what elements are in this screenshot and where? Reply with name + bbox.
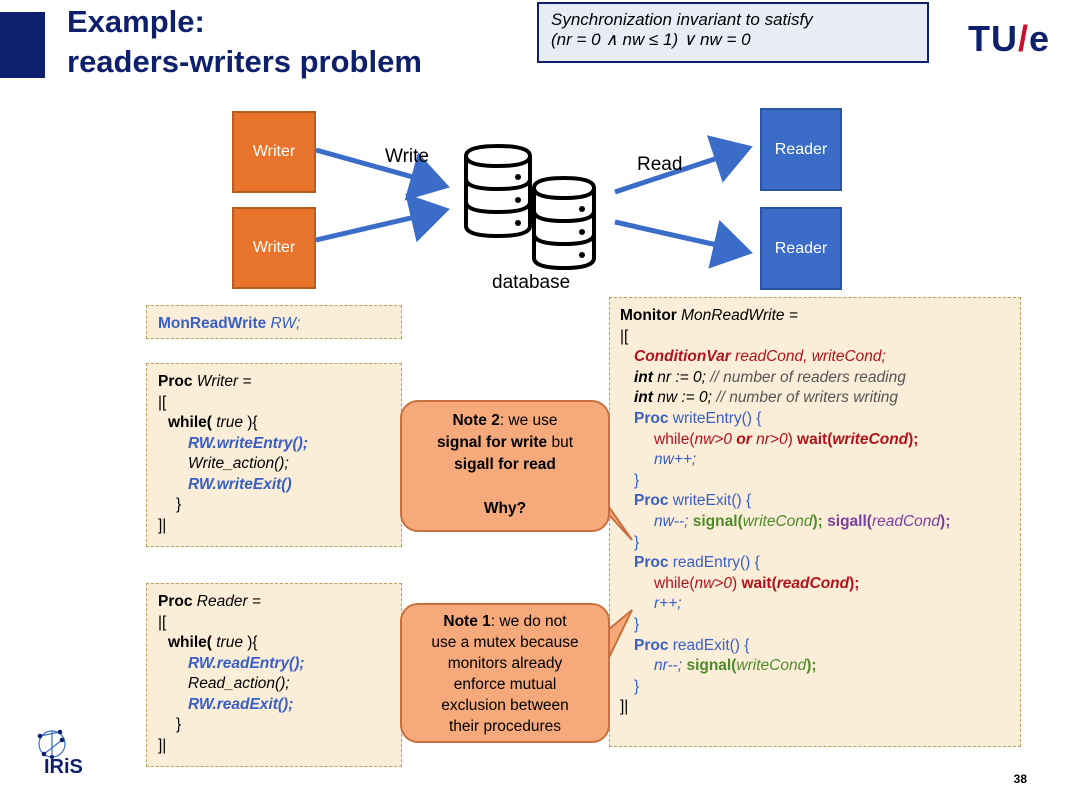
monitor-brace-1: }	[634, 471, 640, 489]
note-1-callout: Note 1: we do not use a mutex because mo…	[400, 603, 610, 743]
read-arrow-1	[614, 135, 753, 195]
writer-proc-header: Proc Writer =	[158, 373, 252, 390]
database-icon	[464, 143, 596, 271]
monitor-nw-inc: nw++;	[654, 451, 697, 469]
iris-network-icon	[37, 729, 66, 759]
read-label: Read	[637, 154, 683, 175]
writer-box-1: Writer	[232, 111, 316, 193]
monitor-read-entry: Proc readEntry() {	[634, 554, 760, 572]
writer-proc-note: Proc Writer = |[ while( true ){ RW.write…	[146, 363, 402, 547]
monitor-write-exit-body: nw--; signal(writeCond); sigall(readCond…	[654, 512, 951, 530]
monitor-int-nr: int nr := 0; // number of readers readin…	[634, 368, 906, 386]
monitor-write-entry: Proc writeEntry() {	[634, 409, 762, 427]
logo-slash: /	[1018, 18, 1030, 59]
monitor-close: ]|	[620, 698, 629, 716]
reader-label-2: Reader	[774, 239, 828, 257]
reader-open: |[	[158, 613, 167, 631]
logo-e: e	[1029, 18, 1051, 59]
database-label: database	[492, 272, 571, 293]
read-arrow-2	[614, 219, 753, 269]
sync-invariant-box: Synchronization invariant to satisfy (nr…	[537, 2, 929, 63]
writer-label-2: Writer	[252, 239, 296, 256]
writer-entry-call: RW.writeEntry();	[188, 434, 308, 452]
page-number: 38	[1013, 772, 1027, 786]
monitor-read-entry-while: while(nw>0) wait(readCond);	[654, 574, 860, 592]
note2-title: Note 2	[452, 412, 500, 429]
iris-logo: IRiS	[22, 722, 102, 782]
reader-proc-header: Proc Reader =	[158, 593, 261, 610]
monitor-note: Monitor MonReadWrite = |[ ConditionVar r…	[609, 297, 1021, 747]
reader-close: ]|	[158, 736, 167, 754]
monitor-brace-3: }	[634, 615, 640, 633]
tue-logo: TU/e	[968, 18, 1050, 60]
monitor-header: Monitor MonReadWrite =	[620, 307, 798, 324]
reader-proc-note: Proc Reader = |[ while( true ){ RW.readE…	[146, 583, 402, 767]
reader-box-1: Reader	[760, 108, 842, 191]
writer-box-2: Writer	[232, 207, 316, 289]
writer-close: ]|	[158, 516, 167, 534]
monitor-condvar: ConditionVar readCond, writeCond;	[634, 348, 886, 366]
writer-label-1: Writer	[252, 143, 296, 160]
reader-exit-call: RW.readExit();	[188, 695, 294, 713]
note2-sigall: sigall for read	[454, 456, 556, 473]
monitor-write-entry-while: while(nw>0 or nr>0) wait(writeCond);	[654, 430, 919, 448]
writer-open: |[	[158, 393, 167, 411]
iris-text: IRiS	[44, 756, 83, 778]
note2-why: Why?	[483, 500, 527, 517]
monitor-brace-2: }	[634, 533, 640, 551]
title-accent-block	[0, 12, 45, 78]
title-line-1: Example:	[67, 4, 205, 39]
write-label: Write	[385, 146, 429, 167]
reader-label-1: Reader	[774, 140, 828, 158]
reader-box-2: Reader	[760, 207, 842, 290]
writer-close-brace: }	[176, 496, 182, 513]
monitor-int-nw: int nw := 0; // number of writers writin…	[634, 389, 899, 407]
reader-while: while( true ){	[168, 634, 258, 651]
writer-action: Write_action();	[188, 455, 289, 472]
decl-type: MonReadWrite	[158, 315, 267, 332]
sync-line-1: Synchronization invariant to satisfy	[551, 10, 813, 29]
reader-entry-call: RW.readEntry();	[188, 654, 305, 672]
decl-var: RW;	[270, 315, 301, 332]
reader-action: Read_action();	[188, 675, 290, 692]
flow-arrows	[315, 135, 753, 269]
monitor-r-inc: r++;	[654, 595, 682, 613]
writer-while: while( true ){	[168, 414, 258, 431]
declaration-note: MonReadWrite RW;	[146, 305, 402, 339]
logo-tu: TU	[968, 18, 1018, 59]
note1-title: Note 1	[443, 613, 491, 630]
monitor-write-exit: Proc writeExit() {	[634, 492, 752, 510]
monitor-read-exit: Proc readExit() {	[634, 636, 750, 654]
reader-close-brace: }	[176, 716, 182, 733]
monitor-read-exit-body: nr--; signal(writeCond);	[654, 657, 817, 675]
title-line-2: readers-writers problem	[67, 44, 422, 79]
note-2-callout: Note 2: we use signal for write but siga…	[400, 400, 610, 532]
write-arrow-1	[315, 147, 450, 201]
write-arrow-2	[315, 193, 450, 243]
slide-title: Example: readers-writers problem	[67, 2, 422, 82]
sync-line-2: (nr = 0 ∧ nw ≤ 1) ∨ nw = 0	[551, 30, 751, 49]
monitor-brace-4: }	[634, 677, 640, 695]
writer-exit-call: RW.writeExit()	[188, 475, 292, 493]
monitor-open: |[	[620, 327, 629, 345]
